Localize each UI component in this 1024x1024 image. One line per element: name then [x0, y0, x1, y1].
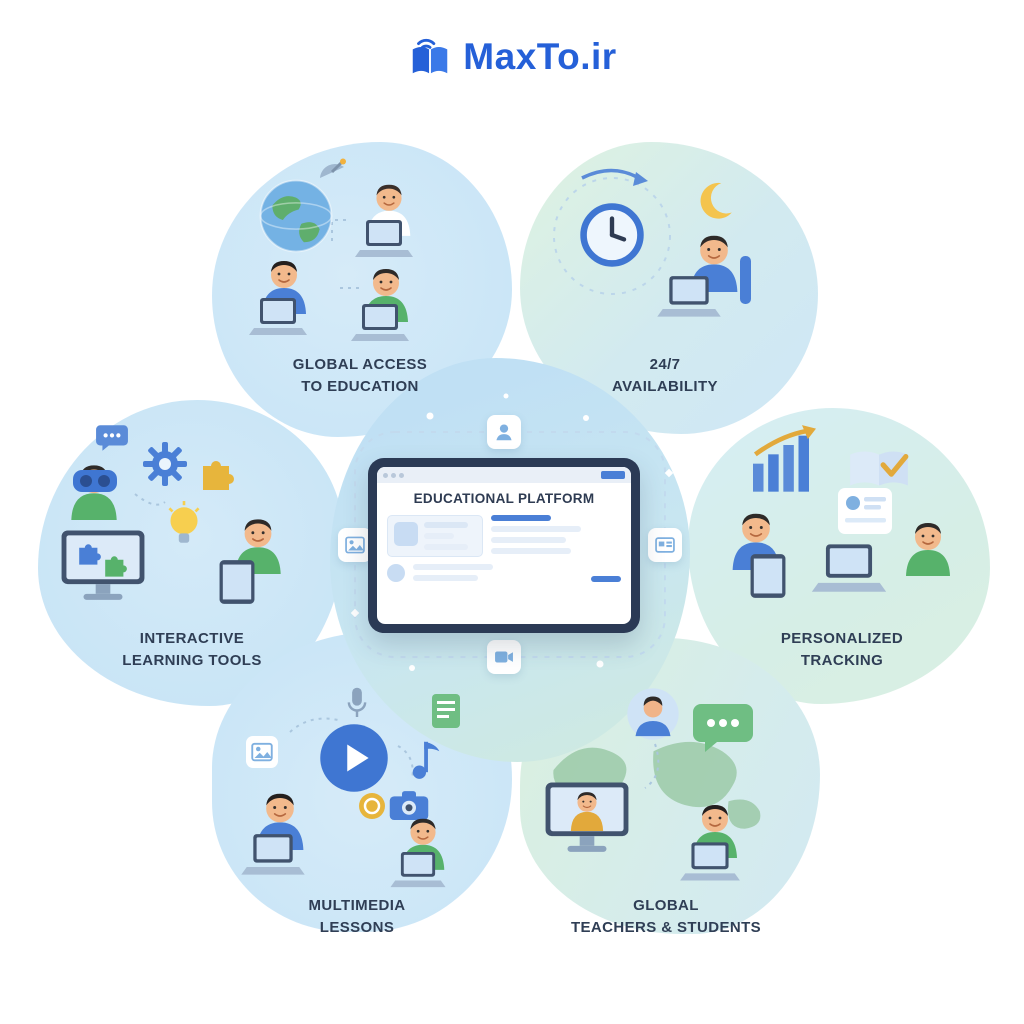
global-teachers-illustration — [545, 688, 761, 881]
gear-icon — [143, 442, 187, 486]
avatar-icon — [627, 688, 679, 740]
multimedia-lessons-illustration — [241, 686, 460, 888]
browser-dot — [383, 472, 388, 478]
image-icon — [338, 528, 372, 562]
video-camera-icon — [487, 640, 521, 674]
platform-title: EDUCATIONAL PLATFORM — [413, 491, 595, 506]
book-check-icon — [850, 451, 908, 485]
clock-icon — [584, 207, 641, 264]
browser-button — [601, 471, 625, 479]
chat-icon — [96, 425, 128, 451]
student-with-laptop — [657, 234, 751, 317]
global-access-illustration — [249, 158, 413, 341]
personalized-tracking-illustration — [731, 424, 951, 598]
bar-chart-arrow-icon — [753, 425, 816, 492]
educational-platform-tablet: EDUCATIONAL PLATFORM — [368, 458, 640, 633]
camera-icon — [389, 791, 429, 820]
student-with-laptop — [241, 792, 305, 875]
browser-dot — [399, 472, 404, 478]
student-icon — [905, 522, 951, 576]
image-icon — [246, 736, 278, 768]
student-with-tablet — [731, 512, 786, 598]
book-wifi-logo-icon — [407, 34, 453, 80]
action-chip — [591, 576, 621, 582]
id-card-icon — [648, 528, 682, 562]
avatar-placeholder — [394, 522, 418, 546]
laptop-profile-icon — [811, 488, 892, 592]
music-note-icon — [412, 741, 440, 779]
screen-content-skeleton — [377, 511, 631, 624]
avatar-placeholder — [387, 564, 405, 582]
browser-chrome — [377, 467, 631, 483]
student-with-laptop — [351, 268, 409, 341]
satellite-dish-icon — [318, 158, 348, 180]
brand-name: MaxTo.ir — [463, 36, 617, 77]
puzzle-icon — [203, 461, 234, 490]
availability-illustration — [553, 168, 751, 317]
monitor-puzzle-icon — [61, 530, 145, 600]
tablet-screen: EDUCATIONAL PLATFORM — [377, 467, 631, 624]
interactive-learning-illustration — [61, 425, 282, 604]
student-with-tablet — [219, 518, 282, 604]
profile-card — [387, 515, 483, 557]
globe-icon — [259, 179, 333, 253]
vr-headset-icon — [73, 470, 117, 492]
crescent-moon-icon — [700, 182, 732, 219]
teacher-on-monitor-icon — [545, 782, 629, 852]
student-with-laptop — [390, 817, 446, 888]
user-icon — [487, 415, 521, 449]
arrow-arc-icon — [581, 168, 643, 182]
lightbulb-icon — [168, 500, 200, 545]
student-with-vr-headset — [70, 464, 118, 520]
student-with-laptop — [355, 183, 413, 257]
student-with-laptop — [249, 260, 307, 335]
document-icon — [432, 694, 460, 728]
coin-icon — [359, 793, 385, 819]
microphone-icon — [347, 686, 367, 719]
browser-dot — [391, 472, 396, 478]
brand-header: MaxTo.ir — [0, 34, 1024, 80]
play-button-icon — [320, 724, 388, 792]
